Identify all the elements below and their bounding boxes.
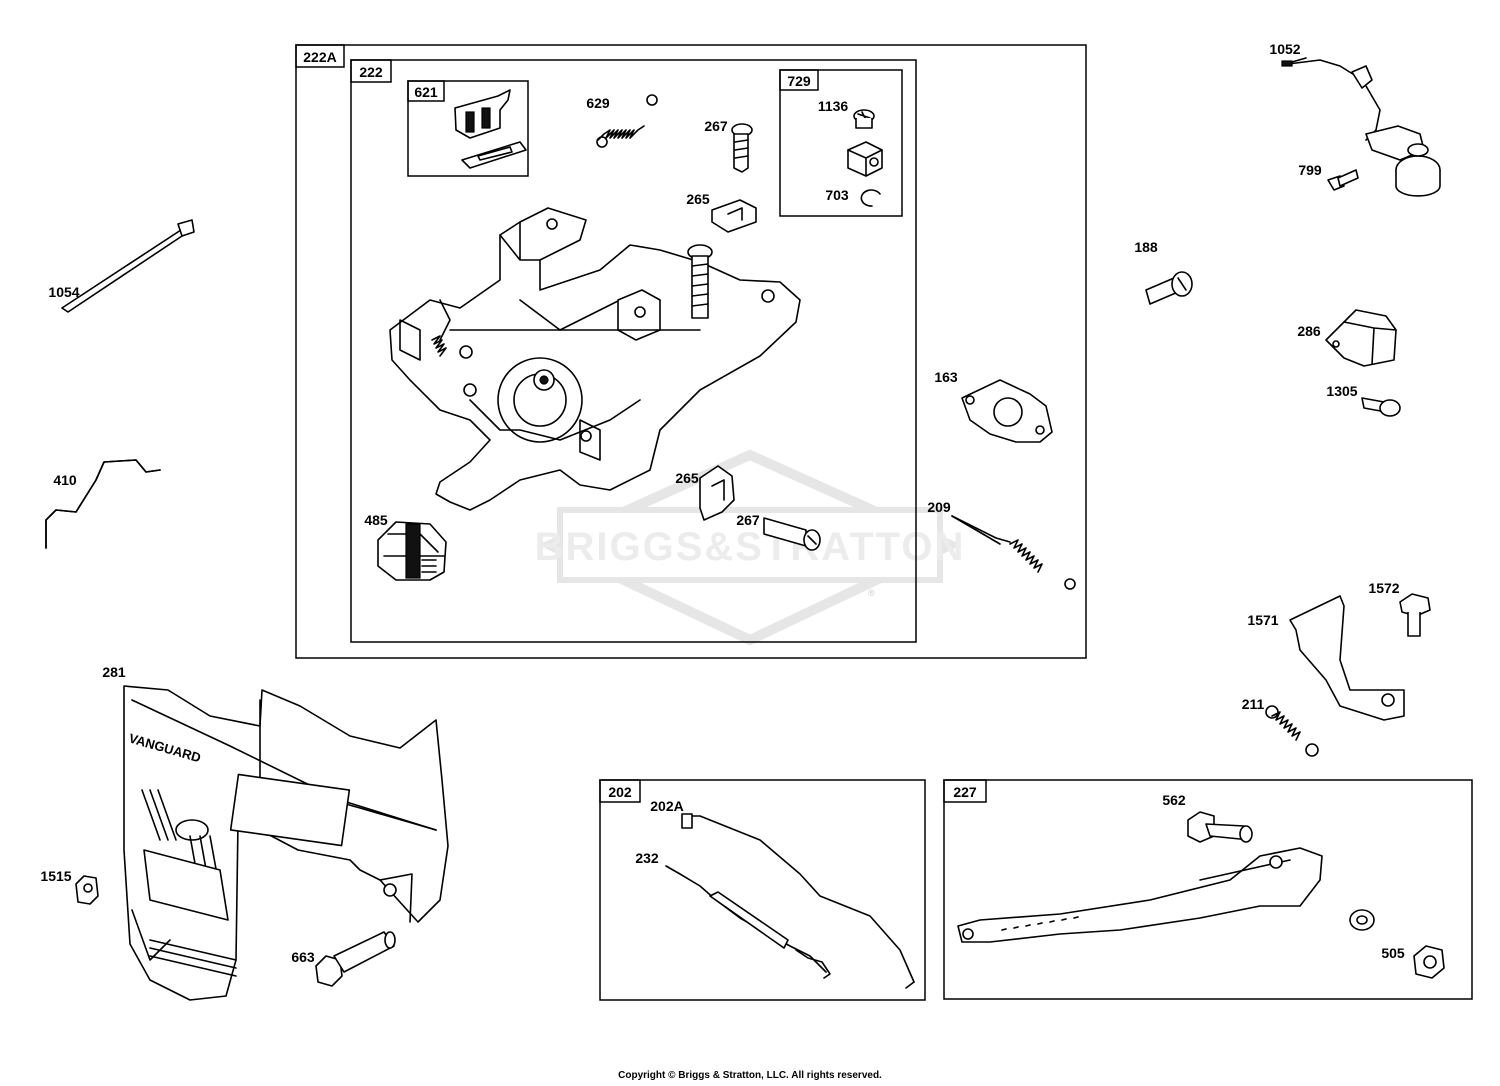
label-629: 629 [586, 95, 610, 111]
label-232: 232 [635, 850, 659, 866]
clip-grommet-part [454, 89, 527, 169]
control-lever-part [957, 847, 1323, 943]
label-1572: 1572 [1368, 580, 1399, 596]
governor-link-202A-part [681, 813, 915, 989]
label-211: 211 [1242, 696, 1265, 712]
box-label-729: 729 [787, 73, 811, 89]
label-485: 485 [364, 512, 388, 528]
box-label-202: 202 [608, 784, 632, 800]
label-281: 281 [102, 664, 126, 680]
governor-control-bracket [389, 207, 801, 511]
label-1136: 1136 [818, 98, 849, 114]
label-410: 410 [53, 472, 77, 488]
box-label-227: 227 [953, 784, 977, 800]
e-clip-703-part [860, 189, 881, 207]
nut-505-part [1413, 945, 1445, 979]
spring-209-part [951, 515, 1076, 590]
clip-265-lower-part [699, 465, 735, 521]
label-562: 562 [1162, 792, 1186, 808]
fuel-solenoid-1052-part [1281, 59, 1441, 197]
screw-267-top-part [731, 123, 753, 173]
bolt-1305-part [1361, 397, 1401, 417]
bracket-1571-part [1289, 595, 1405, 721]
label-663: 663 [291, 949, 315, 965]
spring-211-part [1265, 705, 1319, 757]
grommet-485-part [377, 521, 447, 581]
label-1305: 1305 [1326, 383, 1357, 399]
clip-265-top-part [711, 199, 757, 233]
box-label-621: 621 [414, 84, 438, 100]
label-188: 188 [1134, 239, 1158, 255]
leader-lines [1291, 57, 1307, 63]
label-202A: 202A [650, 798, 683, 814]
label-1054: 1054 [48, 284, 79, 300]
label-1571: 1571 [1247, 612, 1278, 628]
bolt-799-part [1327, 169, 1359, 191]
box-202: 202 [599, 779, 926, 1001]
bolt-1572-part [1399, 593, 1431, 637]
copyright-notice: Copyright © Briggs & Stratton, LLC. All … [618, 1070, 882, 1081]
blower-cover-281-part: VANGUARD [123, 685, 449, 1001]
swivel-block-part [847, 141, 883, 177]
label-1052: 1052 [1269, 41, 1300, 57]
screw-267-lower-part [763, 517, 821, 551]
washer-part [1349, 909, 1375, 931]
cable-tie-1054-part [61, 219, 195, 313]
bolt-663-part [315, 931, 396, 987]
nut-1515-part [75, 875, 99, 905]
spring-629-part [596, 94, 658, 148]
watermark-registered-mark: ® [868, 588, 875, 598]
box-222: 222 [350, 59, 917, 643]
box-222A: 222A [295, 44, 1087, 659]
label-286: 286 [1297, 323, 1321, 339]
label-209: 209 [927, 499, 951, 515]
label-265-lower: 265 [675, 470, 699, 486]
label-265-top: 265 [686, 191, 710, 207]
screw-1136-part [853, 109, 875, 129]
pin-562-part [1187, 811, 1253, 843]
label-799: 799 [1298, 162, 1322, 178]
box-label-222A: 222A [303, 49, 336, 65]
label-267-lower: 267 [736, 512, 760, 528]
governor-spring-232-part [665, 865, 831, 979]
label-163: 163 [934, 369, 958, 385]
briggs-stratton-watermark: BRIGGS&STRATTON ® [535, 449, 966, 646]
box-227: 227 [943, 779, 1473, 1000]
label-1515: 1515 [40, 868, 71, 884]
box-729: 729 [779, 69, 903, 217]
gasket-163-part [961, 379, 1053, 443]
link-410-part [45, 459, 161, 549]
box-621: 621 [407, 80, 529, 177]
label-703: 703 [825, 187, 849, 203]
watermark-brand: BRIGGS&STRATTON [535, 525, 966, 569]
box-label-222: 222 [359, 64, 383, 80]
cover-286-part [1325, 309, 1397, 367]
screw-188-part [1145, 271, 1193, 305]
label-267-top: 267 [704, 118, 728, 134]
label-505: 505 [1381, 945, 1405, 961]
